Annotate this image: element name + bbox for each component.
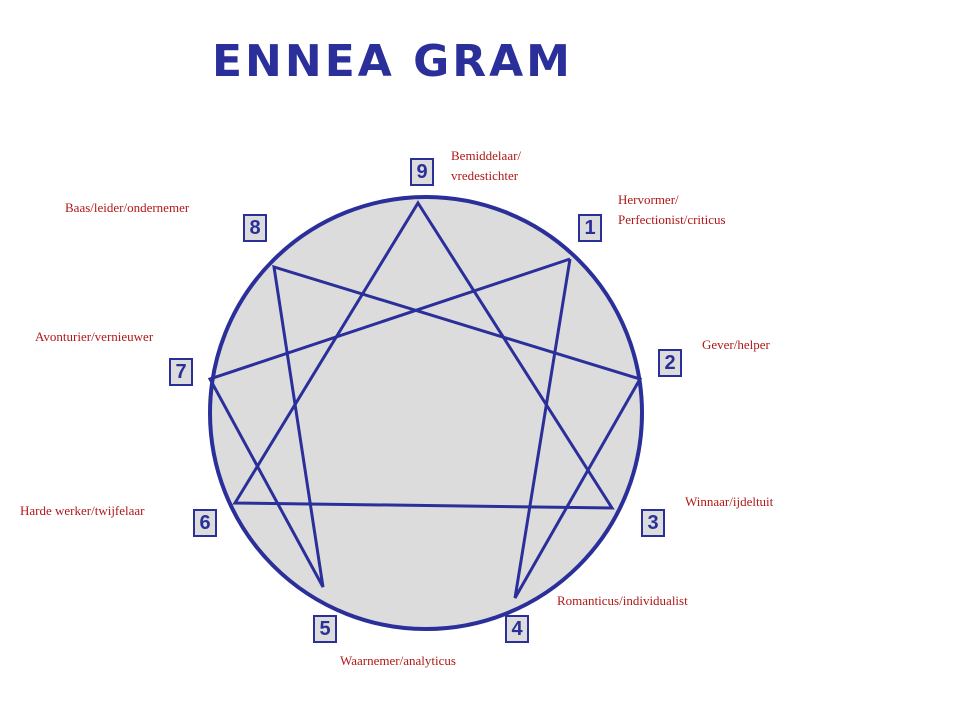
- point-5-box: 5: [313, 615, 337, 643]
- triangle-3-6-9: [232, 200, 615, 510]
- point-8-label: Baas/leider/ondernemer: [65, 198, 189, 218]
- point-2-label-line: Gever/helper: [702, 337, 770, 352]
- point-7-label: Avonturier/vernieuwer: [35, 327, 153, 347]
- point-3-label-line: Winnaar/ijdeltuit: [685, 494, 774, 509]
- point-7-label-line: Avonturier/vernieuwer: [35, 329, 154, 344]
- point-3-box: 3: [641, 509, 665, 537]
- point-1-label-line: Hervormer/: [618, 192, 679, 207]
- enneagram-circle: [208, 195, 644, 631]
- point-7-box: 7: [169, 358, 193, 386]
- point-6-label-line: Harde werker/twijfelaar: [20, 503, 145, 518]
- point-6-box: 6: [193, 509, 217, 537]
- point-1-label-line: Perfectionist/criticus: [618, 212, 726, 227]
- point-1-box: 1: [578, 214, 602, 242]
- point-3-label: Winnaar/ijdeltuit: [685, 492, 773, 512]
- point-5-label: Waarnemer/analyticus: [340, 651, 456, 671]
- point-4-box: 4: [505, 615, 529, 643]
- point-6-label: Harde werker/twijfelaar: [20, 501, 145, 521]
- point-4-label-line: Romanticus/individualist: [557, 593, 688, 608]
- hexad-1-4-2-8-5-7-1: [207, 257, 643, 599]
- point-4-label: Romanticus/individualist: [557, 591, 688, 611]
- page-title: ENNEA GRAM: [212, 36, 573, 87]
- point-2-label: Gever/helper: [702, 335, 770, 355]
- point-1-label: Hervormer/ Perfectionist/criticus: [618, 190, 726, 230]
- point-9-label: Bemiddelaar/ vredestichter: [451, 146, 521, 186]
- point-9-label-line: Bemiddelaar/: [451, 148, 522, 163]
- point-5-label-line: Waarnemer/analyticus: [340, 653, 456, 668]
- point-8-box: 8: [243, 214, 267, 242]
- point-2-box: 2: [658, 349, 682, 377]
- point-9-label-line: vredestichter: [451, 168, 519, 183]
- point-9-box: 9: [410, 158, 434, 186]
- point-8-label-line: Baas/leider/ondernemer: [65, 200, 190, 215]
